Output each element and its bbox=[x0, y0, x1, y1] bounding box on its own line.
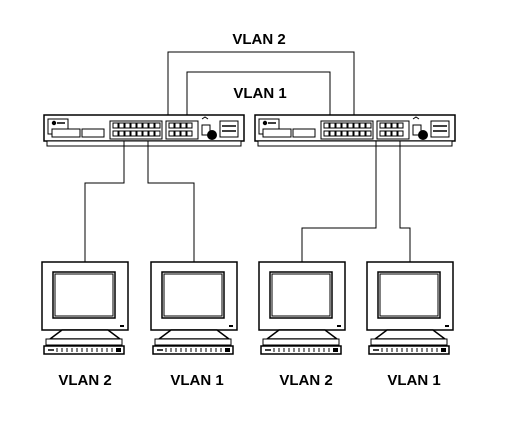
computer-3-label: VLAN 2 bbox=[279, 372, 332, 389]
vlan2-link-label: VLAN 2 bbox=[232, 31, 285, 48]
computer-1-label: VLAN 2 bbox=[58, 372, 111, 389]
vlan1-trunk-link bbox=[186, 71, 331, 123]
switch-right bbox=[254, 114, 456, 147]
link-left-switch-pc1 bbox=[84, 141, 125, 262]
computer-1 bbox=[41, 261, 129, 355]
computer-4-label: VLAN 1 bbox=[387, 372, 440, 389]
link-right-switch-pc4 bbox=[399, 141, 411, 262]
switch-left bbox=[43, 114, 245, 147]
computer-2-label: VLAN 1 bbox=[170, 372, 223, 389]
vlan1-link-label: VLAN 1 bbox=[233, 85, 286, 102]
link-left-switch-pc2 bbox=[147, 141, 195, 262]
computer-3 bbox=[258, 261, 346, 355]
computer-4 bbox=[366, 261, 454, 355]
vlan2-trunk-link bbox=[167, 51, 355, 123]
computer-2 bbox=[150, 261, 238, 355]
link-right-switch-pc3 bbox=[301, 141, 377, 262]
